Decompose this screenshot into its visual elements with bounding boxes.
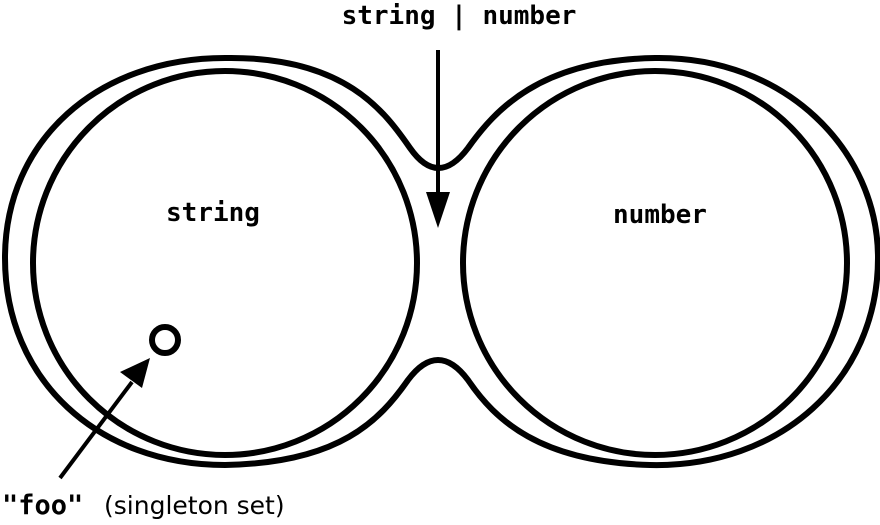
singleton-value-label: "foo"	[2, 490, 83, 521]
singleton-caption: (singleton set)	[104, 491, 285, 520]
string-set-circle	[30, 68, 420, 458]
singleton-arrow	[58, 380, 134, 480]
union-outline	[1, 54, 880, 469]
right-set-label: number	[613, 200, 707, 230]
singleton-arrowhead	[120, 358, 150, 388]
union-label: string | number	[342, 1, 577, 31]
number-set-circle	[460, 68, 850, 458]
union-arrowhead	[426, 192, 450, 228]
left-set-label: string	[166, 198, 260, 228]
singleton-foo-circle	[149, 324, 181, 356]
